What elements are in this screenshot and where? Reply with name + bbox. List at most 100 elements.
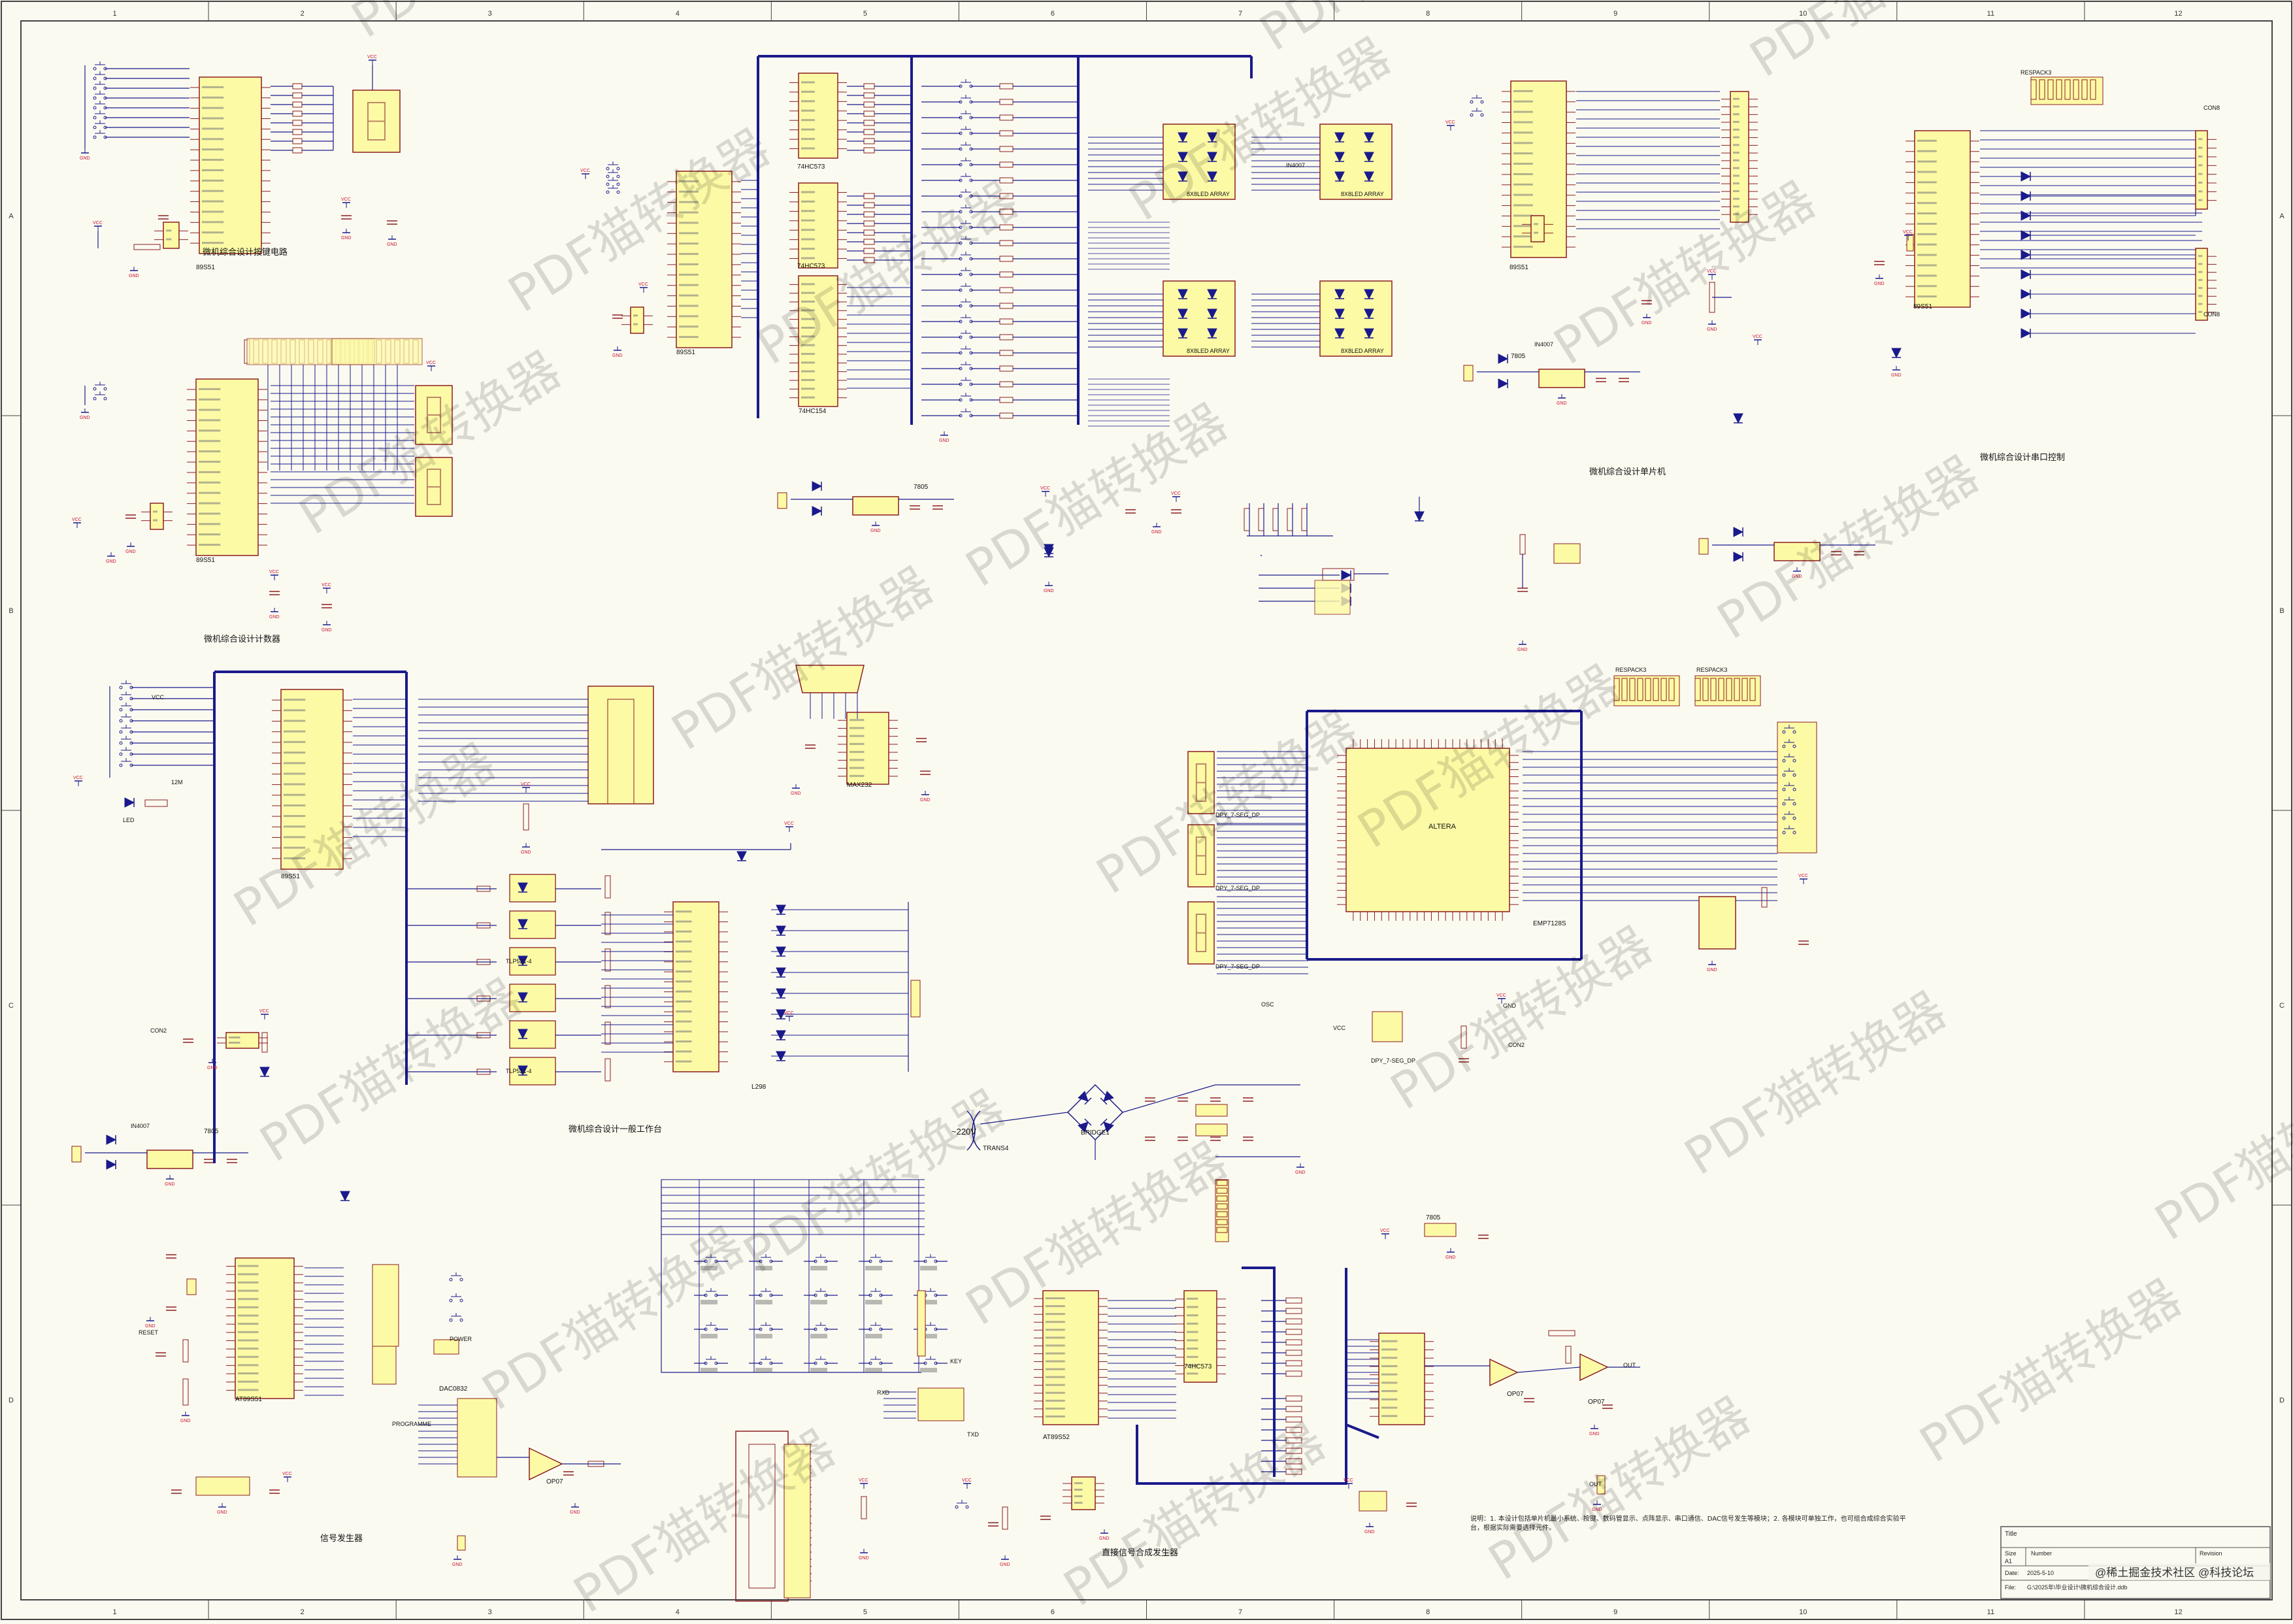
vcc-text: VCC	[1445, 120, 1455, 125]
resistor	[604, 1021, 611, 1045]
pin-text-mark	[202, 221, 224, 224]
pin-text-mark	[2198, 255, 2203, 257]
resistor	[292, 92, 303, 99]
connector-body	[457, 1535, 466, 1551]
resistor	[861, 1496, 867, 1519]
sevenseg-label-1: DPY_7-SEG_DP	[1215, 812, 1260, 818]
pin-text-mark	[202, 117, 224, 120]
chip-mcu-label-4: 89S51	[1913, 303, 1932, 310]
pin-text-mark	[202, 242, 224, 244]
pin-text-mark	[850, 751, 865, 754]
diode	[106, 1135, 117, 1145]
pin-text-mark	[801, 370, 815, 373]
ic-body	[798, 182, 838, 269]
grid-row-label: A	[2279, 212, 2285, 220]
grid-row-label: D	[2279, 1397, 2285, 1404]
title-keypad: 微机综合设计按键电路	[203, 247, 288, 257]
key-text-mark	[810, 1300, 827, 1304]
diode	[1207, 152, 1217, 163]
watermark-text: PDF猫转换器	[498, 118, 780, 323]
pin-text-mark	[679, 253, 699, 256]
title-dds: 直接信号合成发生器	[1102, 1548, 1178, 1557]
pin-text-mark	[676, 930, 692, 933]
key-text-mark	[865, 1266, 882, 1270]
watermark-text: PDF猫转换器	[1380, 915, 1662, 1121]
pin-text-mark	[1513, 214, 1533, 217]
key-text-mark	[865, 1300, 882, 1304]
pin-text-mark	[801, 344, 815, 346]
connector-body	[1463, 365, 1474, 382]
ic-body	[280, 689, 344, 870]
connector-body	[1698, 538, 1709, 555]
chip-mcu-label-1: 89S51	[196, 264, 215, 271]
pin-text-mark	[1381, 1357, 1398, 1359]
cpld-body	[1345, 748, 1510, 912]
pin-text-mark	[199, 471, 221, 473]
vcc-text: VCC	[72, 518, 82, 522]
gnd-text: GND	[1707, 327, 1717, 332]
resistor	[863, 120, 875, 126]
grid-row-label: D	[8, 1397, 14, 1404]
watermark-text: PDF猫转换器	[1674, 980, 1956, 1186]
pin-text-mark	[284, 740, 306, 743]
pin-text-mark	[801, 283, 815, 286]
switch	[93, 125, 97, 129]
chip-cpld-label: EMP7128S	[1533, 920, 1566, 927]
vcc-text: VCC	[1040, 486, 1050, 491]
pin-text-mark	[801, 90, 815, 93]
resistor	[604, 1058, 611, 1082]
chip-mcu-label-2: 89S51	[676, 349, 695, 356]
switch	[103, 387, 107, 391]
resistor	[1645, 678, 1651, 701]
pin-text-mark	[1046, 1415, 1065, 1417]
resistor	[863, 129, 875, 135]
pin-text-mark	[801, 318, 815, 320]
diode	[1341, 570, 1352, 580]
grid-row-label: B	[8, 607, 13, 615]
grid-col-label: 9	[1613, 1608, 1617, 1616]
pin-text-mark	[229, 1036, 240, 1038]
opamp	[529, 1447, 563, 1481]
pin-text-mark	[676, 1020, 692, 1023]
chip-regulator-label-4: 7805	[1426, 1214, 1441, 1221]
diode	[1084, 1097, 1092, 1105]
diode	[1078, 1121, 1089, 1133]
pin-text-mark	[633, 323, 638, 325]
diode	[2021, 269, 2032, 280]
pin-text-mark	[1513, 131, 1533, 134]
chip-latch-label-2: 74HC573	[797, 263, 825, 270]
pin-text-mark	[2198, 182, 2203, 184]
diode	[1100, 1118, 1108, 1126]
pin-text-mark	[2198, 164, 2203, 167]
pin-text-mark	[1046, 1368, 1065, 1370]
vcc-text: VCC	[784, 1011, 794, 1016]
pin-text-mark	[202, 138, 224, 141]
grid-col-label: 8	[1426, 10, 1430, 18]
optocoupler	[509, 984, 556, 1012]
grid-row-label: C	[2279, 1002, 2285, 1010]
resistor	[2064, 79, 2071, 100]
chip-mcu-label-3: 89S51	[1509, 264, 1528, 271]
pin-text-mark	[1046, 1360, 1065, 1363]
vcc-label-a: VCC	[152, 694, 165, 701]
pin-text-mark	[850, 735, 865, 737]
ic-body	[2195, 248, 2208, 321]
diode	[1044, 544, 1054, 555]
pin-text-mark	[676, 960, 692, 963]
ic-body	[672, 901, 719, 1072]
pin-text-mark	[676, 950, 692, 953]
grid-col-label: 1	[112, 10, 116, 18]
switch	[1792, 730, 1796, 734]
wire	[1122, 1084, 1216, 1113]
lcd-window	[607, 699, 635, 804]
ic-body	[676, 171, 733, 348]
pin-text-mark	[1917, 254, 1937, 256]
pin-text-mark	[284, 752, 306, 754]
pin-text-mark	[676, 910, 692, 913]
vcc-text: VCC	[259, 1009, 269, 1014]
footer-brand: @稀土掘金技术社区 @科技论坛	[2095, 1566, 2254, 1579]
pin-text-mark	[801, 257, 815, 259]
wire	[1136, 1399, 1347, 1485]
pin-text-mark	[801, 238, 815, 240]
pin-text-mark	[1187, 1306, 1198, 1308]
